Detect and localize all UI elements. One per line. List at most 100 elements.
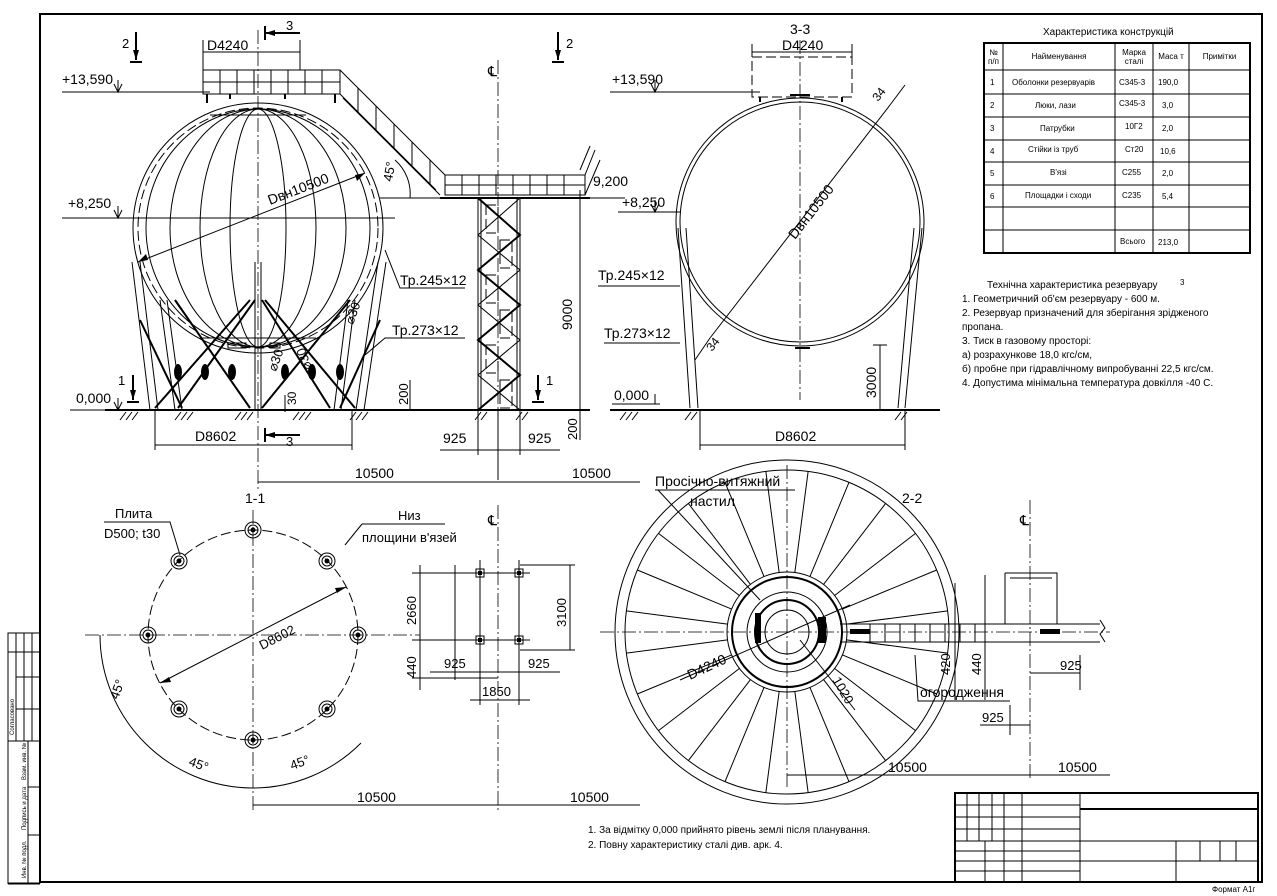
tech-characteristics: Технічна характеристика резервуару 3 1. … — [962, 278, 1214, 389]
stamp-inv-orig: Инв. № подл. — [21, 840, 28, 878]
tower — [476, 197, 522, 411]
tech-line: 2. Резервуар призначений для зберігання … — [962, 307, 1209, 319]
stamp-inv-repl: Взам. инв. № — [21, 743, 28, 780]
dim-925-right: 925 — [528, 430, 552, 446]
label-grating: Просічно-витяжний — [655, 473, 780, 489]
cell: С345-3 — [1119, 99, 1146, 108]
label-pipe273-33: Тр.273×12 — [604, 325, 671, 341]
stair — [339, 69, 446, 196]
cell: Стійки із труб — [1028, 145, 1079, 154]
grating-radial-line — [842, 654, 937, 695]
cell: С345-3 — [1119, 78, 1146, 87]
cell: 2,0 — [1162, 169, 1174, 178]
section-mark-3: 3 — [286, 18, 293, 33]
elevation-9200: 9,200 — [593, 173, 628, 189]
dim-d4240: D4240 — [207, 37, 248, 53]
dim-9000: 9000 — [559, 299, 575, 330]
grating-radial-line — [846, 610, 948, 625]
dim-2660: 2660 — [404, 596, 419, 625]
section-mark-2: 2 — [122, 36, 129, 51]
grating-radial-line — [724, 482, 765, 577]
grating-radial-line — [823, 679, 887, 761]
label-grating-2: настил — [690, 493, 735, 509]
dim-d8602: D8602 — [195, 428, 236, 444]
dim-d8602-33: D8602 — [775, 428, 816, 444]
note-1: 1. За відмітку 0,000 прийнято рівень зем… — [588, 825, 870, 836]
cell: 5 — [990, 169, 995, 178]
dim-10500-a: 10500 — [355, 465, 394, 481]
label-bottom: Низ — [398, 508, 421, 523]
centerline-symbol-22: ℄ — [1019, 512, 1029, 528]
label-bottom-2: площини в'язей — [362, 530, 457, 545]
grating-radial-line — [658, 532, 740, 596]
grating-radial-line — [834, 668, 916, 732]
spec-table: Характеристика конструкцій № п/п Наймену… — [983, 27, 1251, 254]
cell: 3 — [990, 124, 995, 133]
grating-radial-line — [658, 668, 740, 732]
th-notes: Примітки — [1202, 52, 1237, 61]
tech-title: Технічна характеристика резервуару — [987, 280, 1158, 291]
cell: Патрубки — [1040, 124, 1075, 133]
dim-10500-22a: 10500 — [888, 759, 927, 775]
section-mark-3-bottom: 3 — [286, 434, 293, 449]
dim-10500-22b: 10500 — [1058, 759, 1097, 775]
section-2-2: 2-2 ℄ Просічно-витяжний настил D4240 102… — [600, 459, 1110, 805]
angle-45-b: 45° — [187, 754, 211, 775]
tech-line: 1. Геометричний об'єм резервуару - 600 м… — [962, 293, 1160, 305]
stamp-sign-date: Подпись и дата — [22, 786, 28, 830]
sheet-format: Формат А1г — [1212, 885, 1255, 894]
cell: 10,6 — [1160, 147, 1176, 156]
cell: С255 — [1122, 168, 1142, 177]
cell: Люки, лази — [1035, 101, 1076, 110]
grating-radial-line — [637, 569, 732, 610]
grating-radial-line — [809, 687, 850, 782]
cell-total-value: 213,0 — [1158, 238, 1179, 247]
dim-1020: 1020 — [829, 674, 856, 707]
th-mass: Маса т — [1158, 52, 1184, 61]
grating-radial-line — [823, 503, 887, 585]
label-pipe245-33: Тр.245×12 — [598, 267, 665, 283]
dim-200: 200 — [396, 383, 411, 405]
dim-34-bottom: 34 — [703, 334, 722, 353]
cell: Оболонки резервуарів — [1012, 78, 1095, 87]
dim-d8602-11: D8602 — [257, 622, 298, 653]
dim-440-22: 440 — [969, 653, 984, 675]
cell: Ст20 — [1125, 145, 1144, 154]
dim-dvn10500-33: Dвн10500 — [785, 181, 837, 242]
side-stamp: Согласовано Взам. инв. № Подпись и дата … — [7, 632, 41, 884]
grating-radial-line — [626, 639, 728, 654]
centerline-symbol: ℄ — [487, 63, 497, 79]
dim-925-left: 925 — [443, 430, 467, 446]
elevation-13590-33: +13,590 — [612, 71, 663, 87]
cell: 1 — [990, 78, 995, 87]
label-fence: огородження — [920, 684, 1004, 700]
grating-radial-line — [794, 691, 809, 793]
cell: 190,0 — [1158, 78, 1179, 87]
dim-phi30-c: ⌀30 — [342, 300, 364, 326]
grating-radial-line — [687, 503, 751, 585]
general-notes: 1. За відмітку 0,000 прийнято рівень зем… — [588, 825, 870, 851]
grating-radial-line — [637, 654, 732, 695]
cell: 5,4 — [1162, 192, 1174, 201]
dim-200-b: 200 — [565, 418, 580, 440]
angle-45: 45° — [380, 161, 398, 183]
cell: Площадки і сходи — [1025, 191, 1091, 200]
label-plate-size: D500; t30 — [104, 526, 160, 541]
dim-1850: 1850 — [482, 684, 511, 699]
sheet-frame — [39, 13, 1263, 883]
elevation-8250-33: +8,250 — [622, 194, 665, 210]
section-title-2-2: 2-2 — [902, 490, 922, 506]
title-block: Формат А1г — [954, 792, 1259, 894]
tech-line: а) розрахункове 18,0 кгс/см, — [962, 350, 1092, 361]
dim-3000: 3000 — [863, 367, 879, 398]
support-legs — [131, 261, 387, 411]
tower-plan: ℄ 2660 440 3100 925 925 1850 — [404, 505, 575, 810]
dim-3100: 3100 — [554, 598, 569, 627]
angle-45-c: 45° — [288, 752, 312, 773]
elevation-8250: +8,250 — [68, 195, 111, 211]
dim-34-top: 34 — [869, 84, 888, 103]
dim-dvn10500: Dвн10500 — [265, 170, 331, 208]
grating-radial-line — [765, 471, 780, 573]
section-3-3: 3-3 D4240 +13,590 +8,250 Dвн10500 34 34 … — [598, 21, 940, 450]
